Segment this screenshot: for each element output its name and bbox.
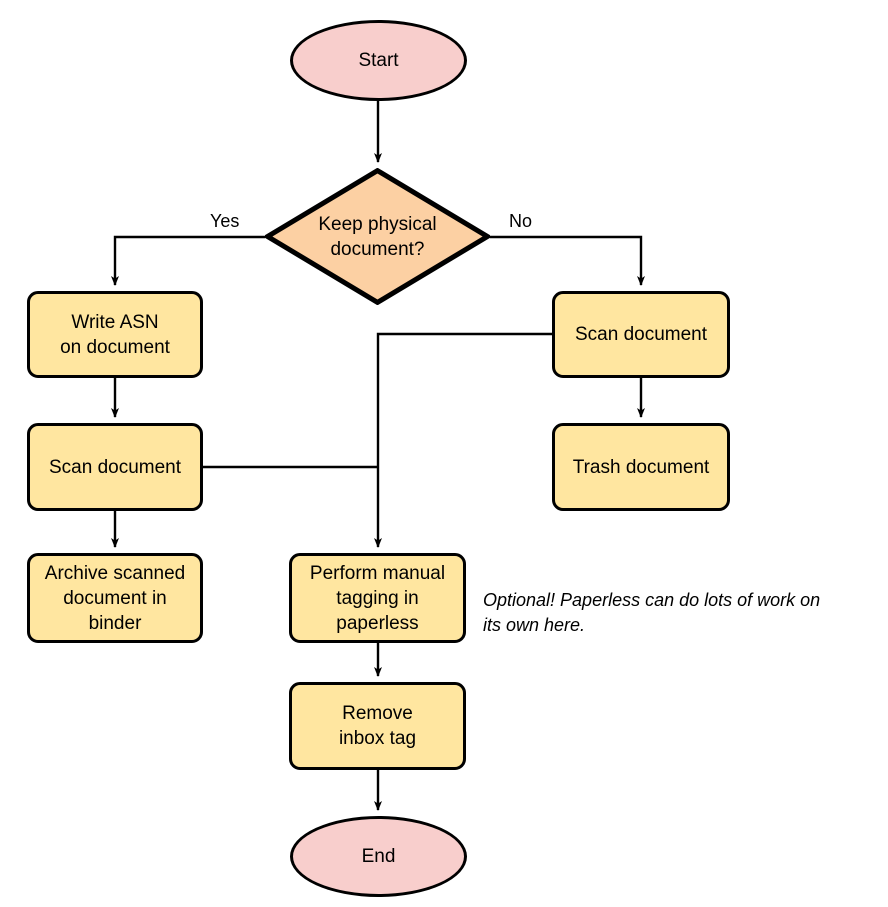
node-archive-in-binder-label-line3: binder — [88, 612, 142, 634]
node-manual-tagging-label-line1: Perform manual — [309, 562, 446, 584]
node-archive-in-binder-label-line2: document in — [63, 587, 167, 609]
node-start-label: Start — [358, 50, 399, 71]
edge-scan-right-to-manual-tagging — [374, 332, 552, 548]
node-remove-inbox-tag[interactable]: Remove inbox tag — [289, 682, 466, 770]
node-manual-tagging-label-line2: tagging in — [336, 587, 419, 609]
node-write-asn-label-line1: Write ASN — [71, 311, 159, 333]
annotation-line1: Optional! Paperless can do lots of work … — [483, 590, 821, 610]
node-scan-document-left-label: Scan document — [48, 456, 182, 478]
edge-label-yes: Yes — [210, 211, 240, 231]
node-archive-in-binder-label-line1: Archive scanned — [44, 562, 186, 584]
node-scan-document-right-label: Scan document — [574, 324, 708, 345]
edge-decision-yes-to-write-asn — [111, 235, 265, 286]
node-write-asn-label-line2: on document — [60, 336, 170, 358]
node-trash-document-label: Trash document — [572, 456, 710, 478]
node-keep-physical-document-label-line1: Keep physical — [318, 213, 437, 235]
node-keep-physical-document-label-line2: document? — [330, 238, 425, 260]
node-manual-tagging-label-line3: paperless — [336, 612, 419, 634]
node-keep-physical-document[interactable]: Keep physical document? — [265, 168, 490, 305]
node-end[interactable]: End — [290, 816, 467, 897]
node-start[interactable]: Start — [290, 20, 467, 101]
node-end-label: End — [361, 846, 396, 867]
node-manual-tagging[interactable]: Perform manual tagging in paperless — [289, 553, 466, 643]
annotation-line2: its own here. — [483, 615, 586, 635]
edge-decision-no-to-scan-right — [490, 235, 645, 286]
node-archive-in-binder[interactable]: Archive scanned document in binder — [27, 553, 203, 643]
node-remove-inbox-tag-label-line1: Remove — [342, 703, 413, 724]
annotation-optional-paperless: Optional! Paperless can do lots of work … — [483, 588, 883, 638]
diamond-shape — [265, 168, 490, 305]
node-scan-document-left[interactable]: Scan document — [27, 423, 203, 511]
node-write-asn[interactable]: Write ASN on document — [27, 291, 203, 378]
node-trash-document[interactable]: Trash document — [552, 423, 730, 511]
node-remove-inbox-tag-label-line2: inbox tag — [338, 728, 417, 749]
node-scan-document-right[interactable]: Scan document — [552, 291, 730, 378]
edge-label-no: No — [509, 211, 533, 231]
